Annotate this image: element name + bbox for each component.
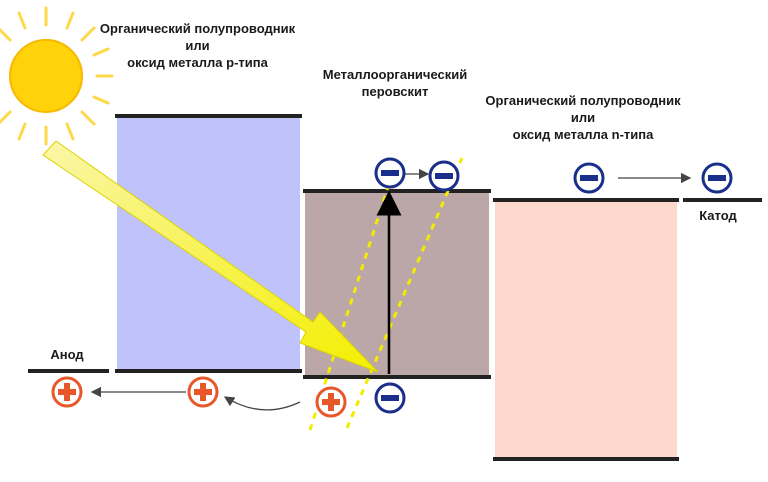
sun-icon xyxy=(0,6,114,146)
n-layer-label: Органический полупроводник или оксид мет… xyxy=(485,93,681,142)
hole-2 xyxy=(187,376,219,408)
electron-1 xyxy=(374,157,406,189)
anode-label: Анод xyxy=(50,347,84,362)
perovskite-label: Металлоорганический перовскит xyxy=(322,67,468,99)
dotted-path-right xyxy=(345,157,464,429)
p-layer-label: Органический полупроводник или оксид мет… xyxy=(99,21,296,70)
electron-2 xyxy=(428,160,460,192)
p-layer-band xyxy=(117,116,300,371)
cathode-label: Катод xyxy=(699,208,737,223)
n-layer-band xyxy=(495,200,677,459)
electron-5 xyxy=(374,382,406,414)
hole-1 xyxy=(315,386,347,418)
electron-4 xyxy=(701,162,733,194)
hole-transfer-arrow-2 xyxy=(223,396,301,411)
electron-3 xyxy=(573,162,605,194)
hole-3 xyxy=(51,376,83,408)
light-beam-arrow xyxy=(42,140,379,373)
